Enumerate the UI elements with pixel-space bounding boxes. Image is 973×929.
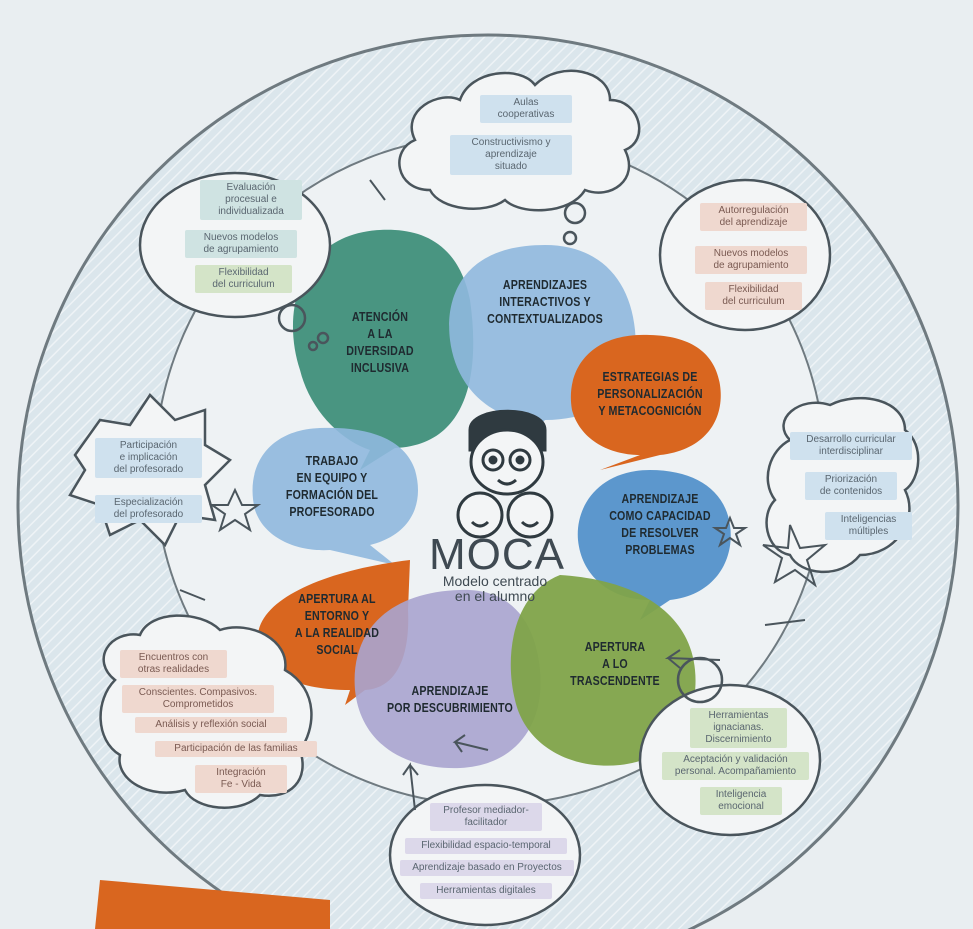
bubble-problemas-shape — [577, 470, 731, 620]
star-doodle — [711, 515, 749, 548]
bubble-trabajo-label: TRABAJO EN EQUIPO Y FORMACIÓN DEL PROFES… — [285, 453, 379, 519]
star-doodle — [762, 524, 829, 588]
bubble-problemas-label: APRENDIZAJE COMO CAPACIDAD DE RESOLVER P… — [609, 491, 711, 557]
cloud-bottom-left-item: Conscientes. Compasivos. Comprometidos — [122, 685, 274, 713]
cloud-left-item: Participación e implicación del profesor… — [95, 438, 202, 478]
arrow-doodle — [452, 734, 489, 753]
cloud-bottom-right-item: Inteligencia emocional — [700, 787, 782, 815]
bubble-diversidad-label: ATENCIÓN A LA DIVERSIDAD INCLUSIVA — [346, 309, 414, 375]
cloud-bottom-right-item: Herramientas ignacianas. Discernimiento — [690, 708, 787, 748]
bubble-trabajo-shape — [252, 427, 418, 565]
cloud-top-right-item: Autorregulación del aprendizaje — [700, 203, 807, 231]
doodle-dash — [764, 619, 806, 626]
bubble-estrategias-shape — [570, 334, 721, 470]
mascot-icon — [456, 409, 554, 539]
cloud-bottom-left-item: Participación de las familias — [155, 741, 317, 757]
moca-logo-subtitle: Modelo centrado en el alumno — [442, 573, 548, 604]
doodle-dash — [369, 179, 386, 201]
cloud-left-item: Especialización del profesorado — [95, 495, 202, 523]
arrow-doodle — [664, 649, 721, 669]
cloud-top-right-item: Flexibilidad del curriculum — [705, 282, 802, 310]
bubble-trascendente-shape — [510, 575, 696, 766]
cloud-top-item: Aulas cooperativas — [480, 95, 572, 123]
bubble-descubrimiento-label: APRENDIZAJE POR DESCUBRIMIENTO — [387, 683, 513, 715]
cloud-bottom-item: Profesor mediador- facilitador — [430, 803, 542, 831]
cloud-bottom-item: Aprendizaje basado en Proyectos — [400, 860, 574, 876]
thought-dot — [562, 230, 578, 246]
cloud-bottom-right-item: Aceptación y validación personal. Acompa… — [662, 752, 809, 780]
cloud-right-item: Priorización de contenidos — [805, 472, 897, 500]
cloud-bottom-item: Herramientas digitales — [420, 883, 552, 899]
bubble-interactivos-label: APRENDIZAJES INTERACTIVOS Y CONTEXTUALIZ… — [487, 277, 603, 326]
thought-dot — [307, 340, 319, 352]
bubble-estrategias-label: ESTRATEGIAS DE PERSONALIZACIÓN Y METACOG… — [597, 369, 703, 418]
thought-dot — [277, 303, 307, 333]
bubble-diversidad-shape — [292, 229, 474, 470]
cloud-bottom-item: Flexibilidad espacio-temporal — [405, 838, 567, 854]
bubble-descubrimiento-shape — [354, 589, 541, 769]
cloud-bottom-left-item: Análisis y reflexión social — [135, 717, 287, 733]
doodle-dash — [179, 589, 206, 601]
bubble-trascendente-label: APERTURA A LO TRASCENDENTE — [570, 639, 660, 688]
cloud-top-left-item: Evaluación procesual e individualizada — [200, 180, 302, 220]
thought-dot — [316, 331, 330, 345]
cloud-top-item: Constructivismo y aprendizaje situado — [450, 135, 572, 175]
moca-logo-title: MOCA — [429, 530, 565, 579]
orange-ribbon — [95, 880, 330, 929]
bubble-entorno-label: APERTURA AL ENTORNO Y A LA REALIDAD SOCI… — [294, 591, 380, 657]
cloud-bottom-left-item: Encuentros con otras realidades — [120, 650, 227, 678]
star-doodle — [208, 487, 262, 533]
thought-dot — [563, 201, 587, 225]
cloud-right-item: Inteligencias múltiples — [825, 512, 912, 540]
cloud-right-item: Desarrollo curricular interdisciplinar — [790, 432, 912, 460]
thought-dot — [676, 656, 724, 704]
cloud-bottom-left-item: Integración Fe - Vida — [195, 765, 287, 793]
arrow-doodle — [402, 762, 419, 811]
cloud-top-left-item: Flexibilidad del curriculum — [195, 265, 292, 293]
cloud-top-right-item: Nuevos modelos de agrupamiento — [695, 246, 807, 274]
cloud-top-left-item: Nuevos modelos de agrupamiento — [185, 230, 297, 258]
